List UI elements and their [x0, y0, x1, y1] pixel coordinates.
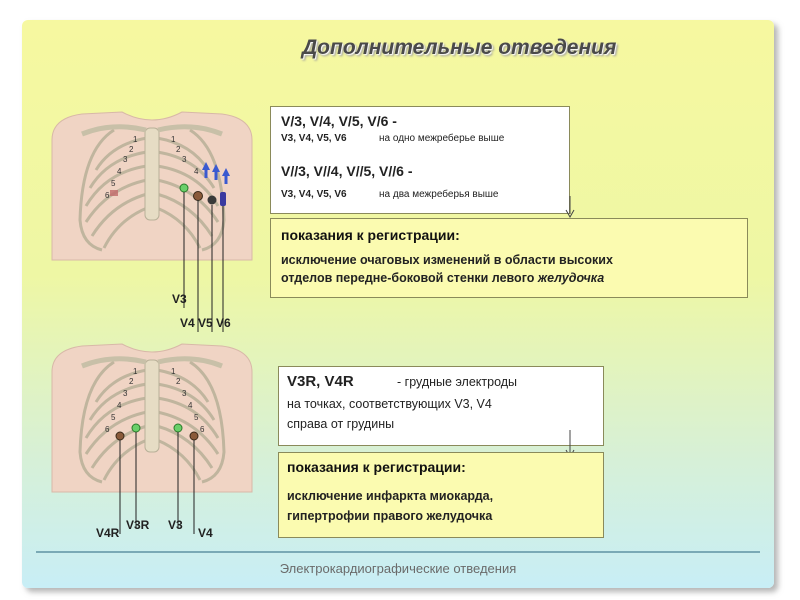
clavicle-right — [157, 356, 223, 369]
electrode-v4 — [189, 431, 199, 441]
row1-leads: V/3, V/4, V/5, V/6 - — [281, 113, 397, 129]
sternum — [144, 359, 160, 453]
down-arrow-icon — [565, 196, 575, 218]
label-v3r: V3R — [126, 518, 150, 532]
rib-number: 5 — [111, 413, 116, 422]
bottom-desc1: - грудные электроды — [397, 375, 518, 389]
electrode-v3 — [179, 183, 189, 193]
row2-desc: на два межреберья выше — [379, 189, 499, 200]
clavicle-left — [81, 124, 147, 137]
label-v4: V4 — [198, 526, 213, 540]
bottom-indications-line1: исключение инфаркта миокарда, — [287, 489, 494, 503]
top-indications-line2: отделов передне-боковой стенки левого — [281, 271, 535, 285]
rib-number: 3 — [123, 389, 128, 398]
rib-number: 5 — [111, 179, 116, 188]
rib-number: 2 — [129, 145, 134, 154]
rib-number: 6 — [105, 191, 110, 200]
rib-number: 4 — [117, 401, 122, 410]
bottom-chest-figure: 1 2 3 4 5 6 1 2 3 4 5 6 — [51, 343, 253, 534]
electrode-v3 — [173, 423, 183, 433]
rib-number: 2 — [176, 377, 181, 386]
bottom-leads: V3R, V4R — [287, 373, 354, 390]
label-v6: V6 — [216, 316, 231, 330]
rib-number: 5 — [194, 413, 199, 422]
bottom-indications-header: показания к регистрации: — [287, 459, 466, 475]
rib-number: 3 — [182, 155, 187, 164]
row1-desc: на одно межреберье выше — [379, 133, 505, 144]
electrode-v4r — [115, 431, 125, 441]
top-indications-line2-italic: желудочка — [537, 271, 605, 285]
bottom-desc2: на точках, соответствующих V3, V4 — [287, 397, 492, 411]
top-indications-header: показания к регистрации: — [281, 227, 460, 243]
rib-number: 4 — [194, 167, 199, 176]
label-v3: V3 — [172, 292, 187, 306]
footer-divider — [36, 551, 760, 553]
footer-text: Электрокардиографические отведения — [279, 561, 517, 576]
label-v3: V3 — [168, 518, 183, 532]
top-chest-figure: 1 2 3 4 5 6 1 2 3 4 — [51, 111, 253, 332]
electrode-v3r — [131, 423, 141, 433]
bottom-indications-box: показания к регистрации: исключение инфа… — [278, 452, 604, 538]
electrode-v4 — [193, 191, 203, 201]
rib-number: 1 — [171, 135, 176, 144]
rib-number: 2 — [129, 377, 134, 386]
label-v5: V5 — [198, 316, 213, 330]
bottom-indications-line2: гипертрофии правого желудочка — [287, 509, 493, 523]
top-indications-line2-wrap: отделов передне-боковой стенки левого же… — [281, 271, 604, 285]
rib-number: 1 — [171, 367, 176, 376]
rib-number: 1 — [133, 367, 138, 376]
top-indications-line1: исключение очаговых изменений в области … — [281, 253, 613, 267]
electrode-v5 — [207, 195, 217, 205]
clavicle-left — [81, 356, 147, 369]
rib-number: 3 — [182, 389, 187, 398]
rib-number: 4 — [188, 401, 193, 410]
top-indications-box: показания к регистрации: исключение очаг… — [270, 218, 748, 298]
sternum — [144, 127, 160, 221]
label-v4: V4 — [180, 316, 195, 330]
row1-sub-leads: V3, V4, V5, V6 — [281, 133, 347, 144]
rib-number: 1 — [133, 135, 138, 144]
bottom-desc3: справа от грудины — [287, 417, 395, 431]
rib-cage — [78, 360, 226, 484]
row2-leads: V//3, V//4, V//5, V//6 - — [281, 163, 413, 179]
arrow-icons — [202, 162, 230, 184]
rib-number: 4 — [117, 167, 122, 176]
row2-sub-leads: V3, V4, V5, V6 — [281, 189, 347, 200]
rib-number: 6 — [200, 425, 205, 434]
slide-title: Дополнительные отведения — [302, 36, 617, 59]
label-v4r: V4R — [96, 526, 120, 540]
slide: Дополнительные отведения 1 2 3 4 5 6 1 2… — [22, 20, 774, 588]
rib-number: 2 — [176, 145, 181, 154]
clavicle-right — [157, 124, 223, 137]
rib-number: 3 — [123, 155, 128, 164]
bottom-leads-box: V3R, V4R - грудные электроды на точках, … — [278, 366, 604, 446]
top-leads-box: V/3, V/4, V/5, V/6 - V3, V4, V5, V6 на о… — [270, 106, 570, 214]
rib-number: 6 — [105, 425, 110, 434]
electrode-v6 — [220, 192, 226, 206]
